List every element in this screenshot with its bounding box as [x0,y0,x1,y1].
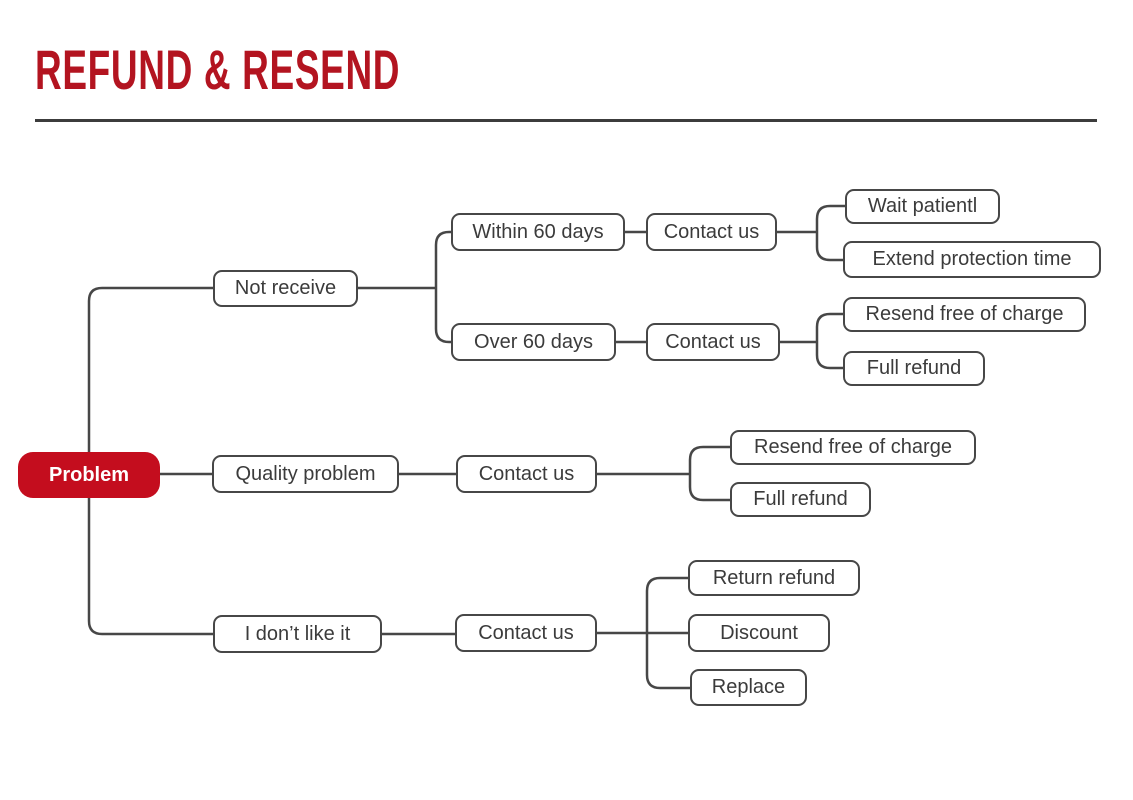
node-full-refund-2-label: Full refund [753,488,848,510]
node-extend-protection-time: Extend protection time [843,241,1101,278]
node-resend-free-of-charge-1: Resend free of charge [843,297,1086,332]
node-contact-us-2-label: Contact us [665,330,761,353]
node-quality-problem: Quality problem [212,455,399,493]
node-contact-us-3: Contact us [456,455,597,493]
node-return-refund: Return refund [688,560,860,596]
node-contact-us-1-label: Contact us [663,220,760,243]
node-extend-protection-time-label: Extend protection time [872,248,1072,270]
node-return-refund-label: Return refund [712,566,836,589]
node-quality-problem-label: Quality problem [235,462,376,485]
node-resend-free-of-charge-2-label: Resend free of charge [754,436,952,458]
node-i-dont-like-it: I don’t like it [213,615,382,653]
node-full-refund-1-label: Full refund [866,357,962,379]
node-contact-us-3-label: Contact us [478,462,575,485]
node-not-receive-label: Not receive [234,277,337,299]
node-over-60-days-label: Over 60 days [474,330,593,353]
node-full-refund-1: Full refund [843,351,985,386]
node-resend-free-of-charge-1-label: Resend free of charge [865,303,1064,325]
node-wait-patiently: Wait patientl [845,189,1000,224]
node-full-refund-2: Full refund [730,482,871,517]
node-replace: Replace [690,669,807,706]
page-title: REFUND & RESEND [35,38,401,101]
title-divider [35,119,1097,122]
node-contact-us-4-label: Contact us [478,621,574,644]
node-resend-free-of-charge-2: Resend free of charge [730,430,976,465]
node-discount-label: Discount [720,621,798,644]
node-i-dont-like-it-label: I don’t like it [244,622,351,645]
node-replace-label: Replace [711,676,786,698]
node-problem: Problem [18,452,160,498]
node-within-60-days-label: Within 60 days [472,220,604,243]
node-within-60-days: Within 60 days [451,213,625,251]
node-not-receive: Not receive [213,270,358,307]
node-discount: Discount [688,614,830,652]
node-problem-label: Problem [48,463,130,486]
node-contact-us-4: Contact us [455,614,597,652]
node-wait-patiently-label: Wait patientl [867,195,978,217]
node-contact-us-2: Contact us [646,323,780,361]
node-over-60-days: Over 60 days [451,323,616,361]
node-contact-us-1: Contact us [646,213,777,251]
